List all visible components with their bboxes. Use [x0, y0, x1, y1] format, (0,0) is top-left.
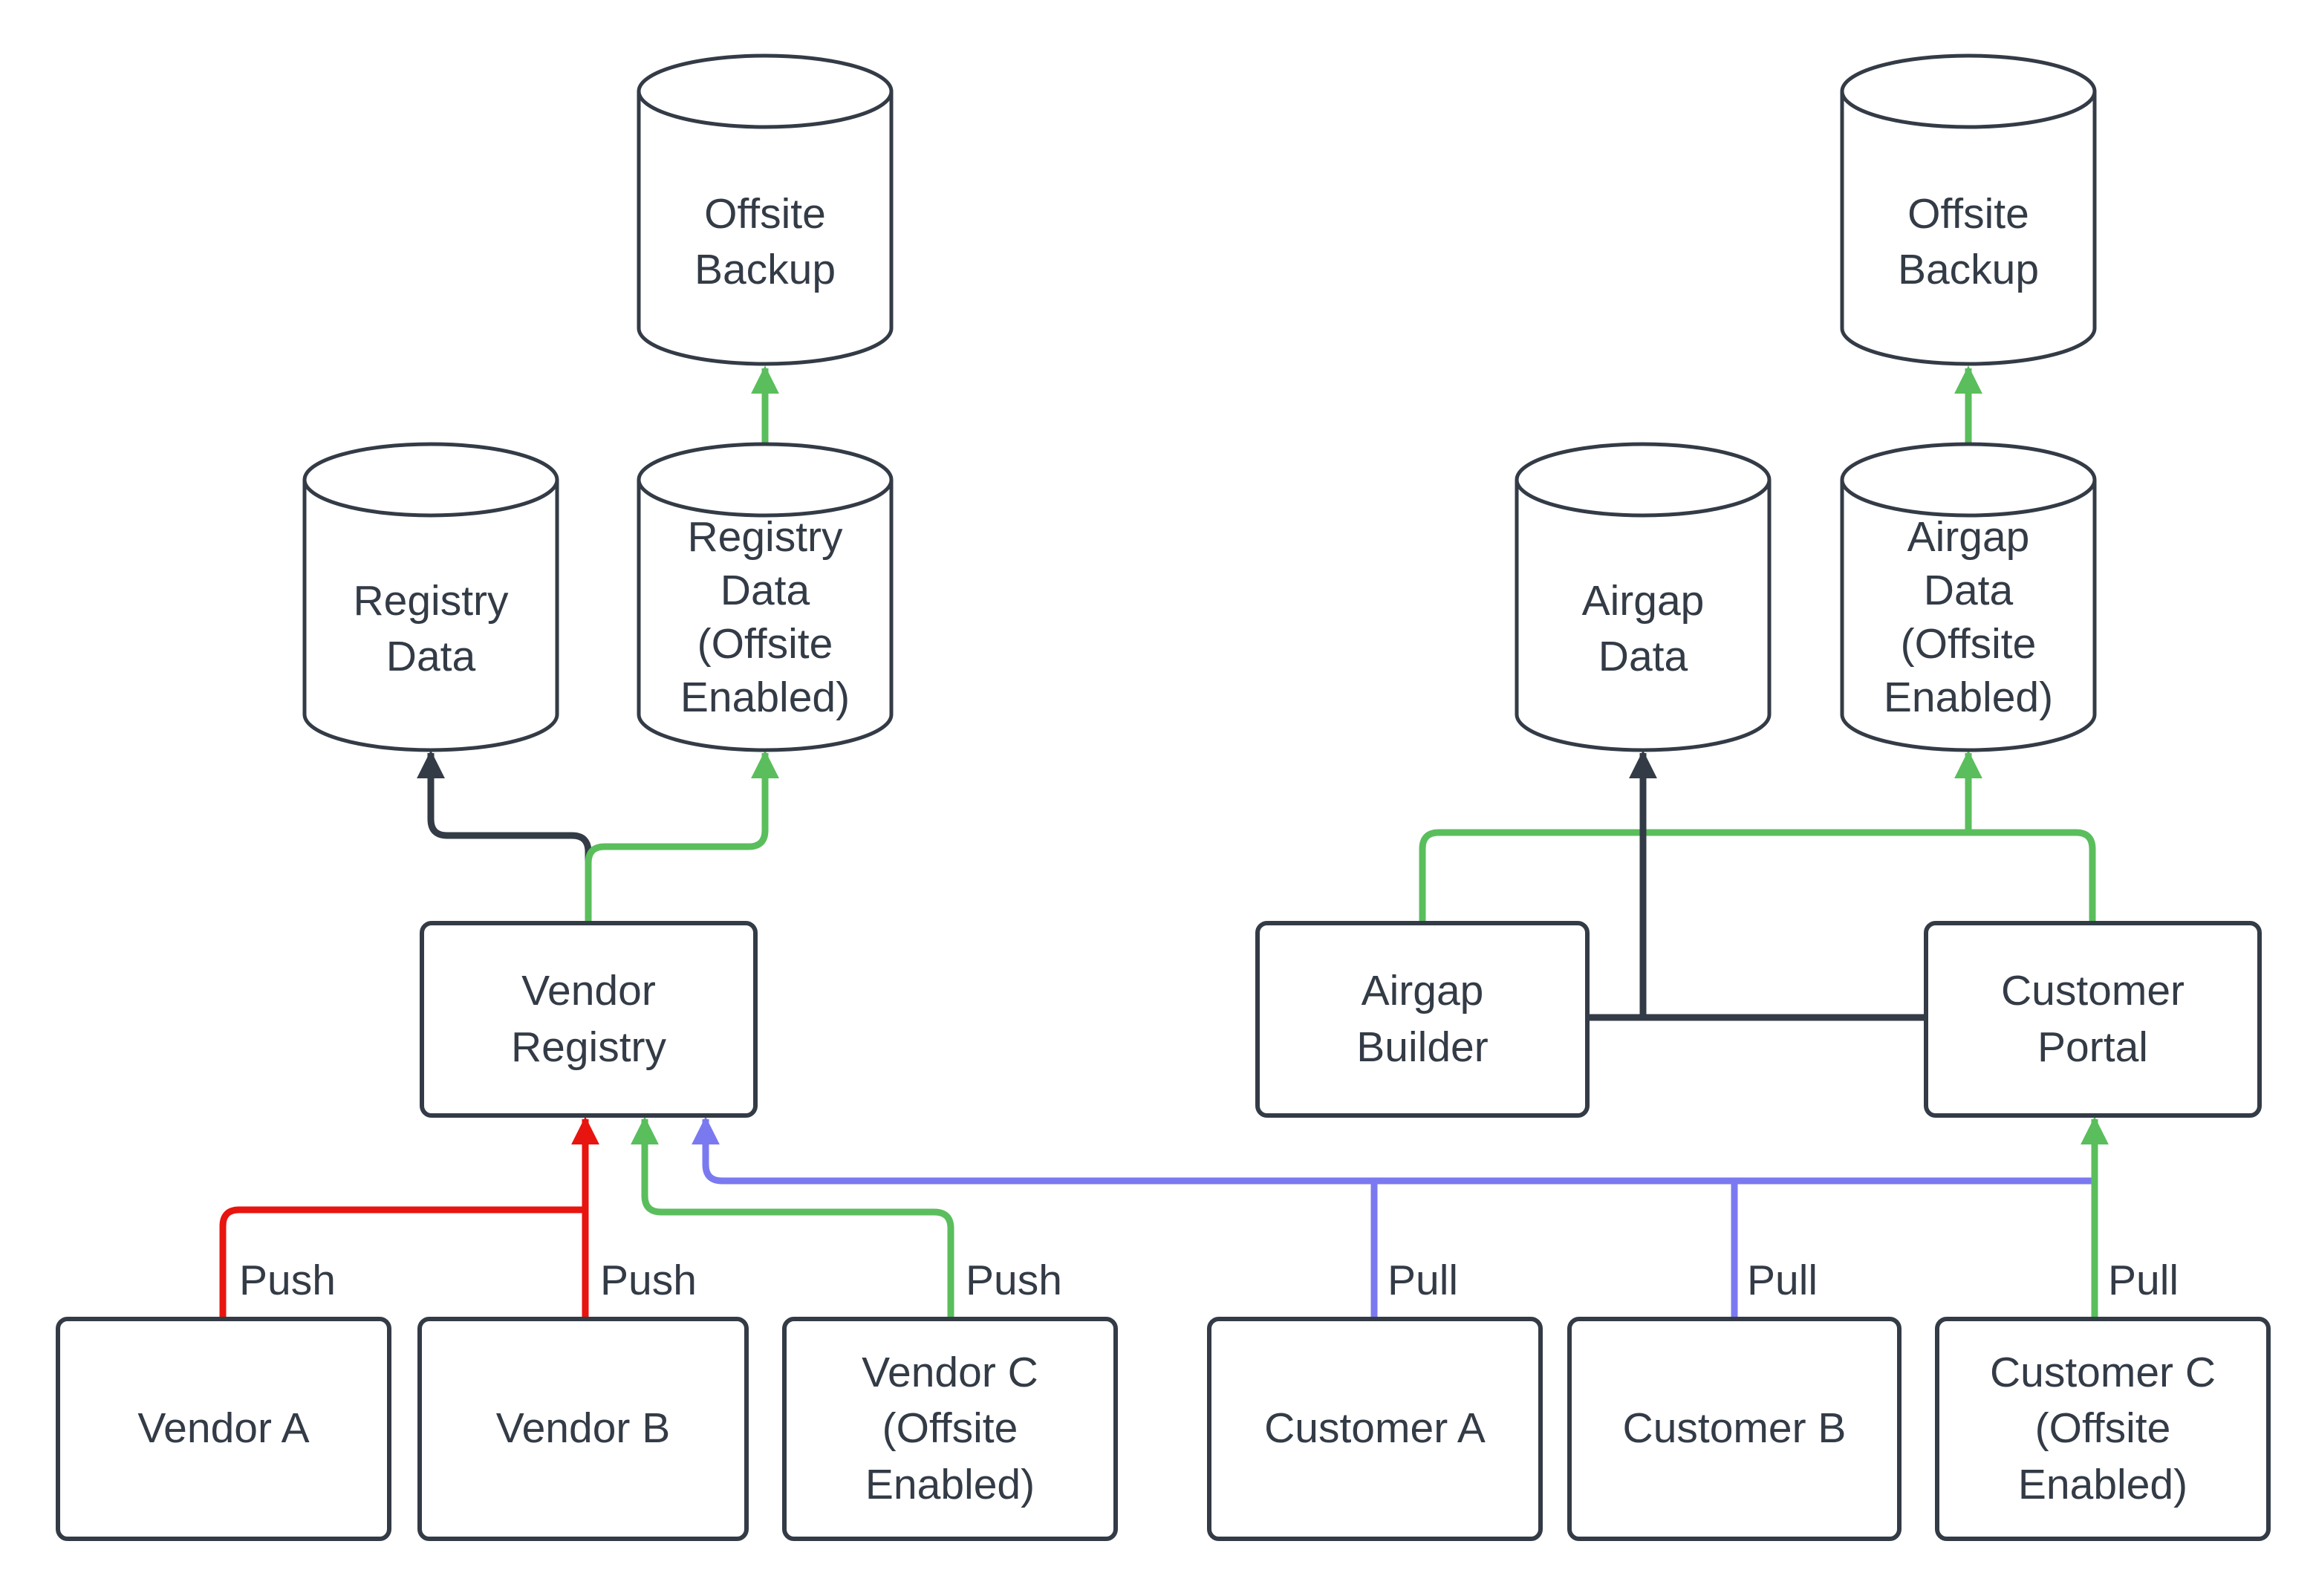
cylinder-label-offsite-backup-left: Offsite Backup — [639, 127, 891, 357]
node-vendor-c: Vendor C (Offsite Enabled) — [782, 1317, 1118, 1541]
edge-vendor-ab-push — [219, 1119, 585, 1317]
node-customer-c: Customer C (Offsite Enabled) — [1935, 1317, 2271, 1541]
offsite-backup-left-label: Offsite Backup — [694, 189, 836, 293]
cylinder-offsite-backup-left — [637, 53, 894, 366]
airgap-data-offsite-label: Airgap Data (Offsite Enabled) — [1883, 513, 2054, 721]
edge-label-vendor-b-push: Push — [600, 1257, 697, 1304]
edge-builder-portal-green — [1419, 829, 2096, 921]
cylinder-airgap-data-offsite — [1840, 442, 2097, 752]
edge-label-customer-b-pull: Pull — [1747, 1257, 1818, 1304]
edge-label-customer-a-pull: Pull — [1388, 1257, 1459, 1304]
cylinder-label-registry-data: Registry Data — [305, 515, 557, 743]
customer-a-label: Customer A — [1264, 1404, 1486, 1453]
node-customer-portal: Customer Portal — [1924, 921, 2262, 1118]
airgap-data-label: Airgap Data — [1581, 576, 1705, 680]
edge-label-vendor-a-push: Push — [239, 1257, 336, 1304]
cylinder-airgap-data — [1515, 442, 1772, 752]
cylinder-offsite-backup-right — [1840, 53, 2097, 366]
edge-vendor-c-push — [631, 1116, 954, 1317]
vendor-a-label: Vendor A — [137, 1404, 310, 1453]
cylinder-label-airgap-data: Airgap Data — [1517, 515, 1769, 743]
edge-label-customer-c-pull: Pull — [2108, 1257, 2179, 1304]
offsite-backup-right-label: Offsite Backup — [1897, 189, 2040, 293]
cylinder-label-airgap-data-offsite: Airgap Data (Offsite Enabled) — [1842, 493, 2095, 743]
edge-label-vendor-c-push: Push — [966, 1257, 1062, 1304]
node-vendor-registry: Vendor Registry — [420, 921, 758, 1118]
customer-c-label: Customer C (Offsite Enabled) — [1989, 1349, 2216, 1508]
airgap-builder-label: Airgap Builder — [1356, 967, 1489, 1071]
node-customer-b: Customer B — [1567, 1317, 1902, 1541]
registry-data-label: Registry Data — [353, 576, 509, 680]
vendor-b-label: Vendor B — [495, 1404, 671, 1453]
node-vendor-a: Vendor A — [56, 1317, 391, 1541]
cylinder-registry-data-offsite — [637, 442, 894, 752]
customer-portal-label: Customer Portal — [2000, 967, 2185, 1071]
vendor-c-label: Vendor C (Offsite Enabled) — [862, 1349, 1038, 1508]
edge-registry-to-registry-data-offsite — [585, 750, 779, 921]
cylinder-registry-data — [302, 442, 559, 752]
cylinder-label-registry-data-offsite: Registry Data (Offsite Enabled) — [639, 493, 891, 743]
vendor-registry-label: Vendor Registry — [510, 967, 667, 1071]
cylinder-label-offsite-backup-right: Offsite Backup — [1842, 127, 2095, 357]
node-customer-a: Customer A — [1207, 1317, 1543, 1541]
edge-registry-to-registry-data — [417, 750, 592, 921]
customer-b-label: Customer B — [1622, 1404, 1847, 1453]
registry-data-offsite-label: Registry Data (Offsite Enabled) — [680, 513, 850, 721]
node-vendor-b: Vendor B — [417, 1317, 749, 1541]
edge-customer-ab-pull — [692, 1116, 2092, 1185]
node-airgap-builder: Airgap Builder — [1255, 921, 1590, 1118]
